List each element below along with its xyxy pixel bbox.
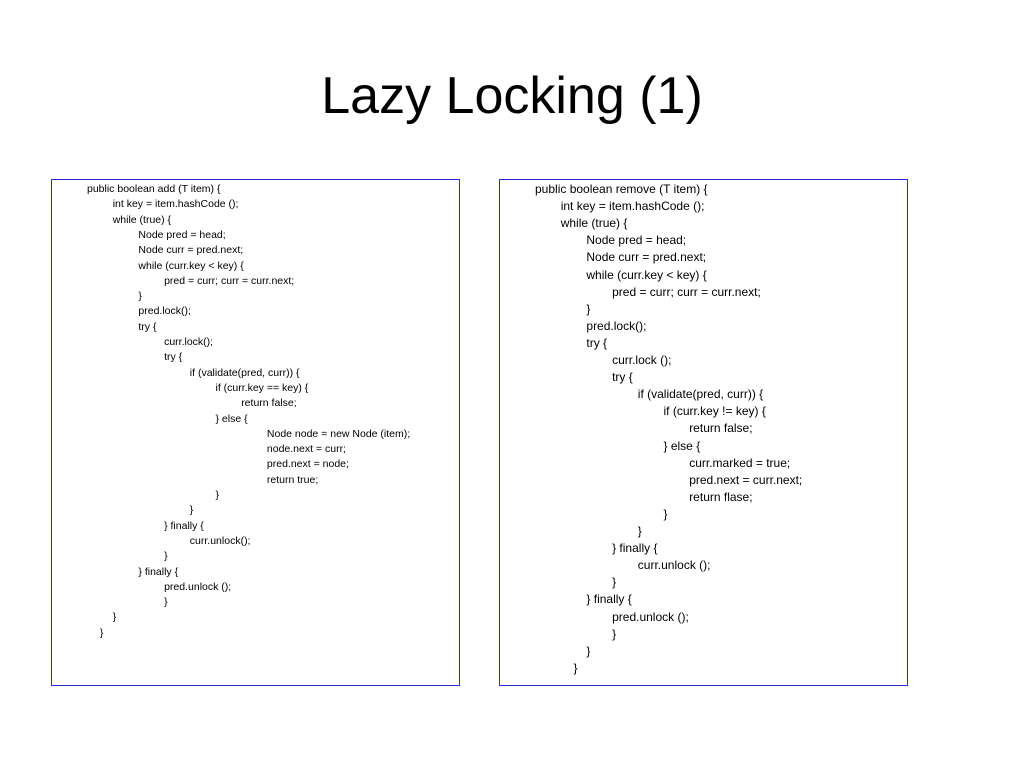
code-line: } <box>586 643 591 658</box>
code-line: while (curr.key < key) { <box>586 267 707 282</box>
code-line: public boolean add (T item) { <box>87 183 221 195</box>
code-line: return false; <box>689 421 753 436</box>
code-line: while (curr.key < key) { <box>138 259 244 272</box>
code-line: } <box>573 660 578 675</box>
code-line: } <box>637 524 642 538</box>
code-line: curr.unlock(); <box>189 534 251 547</box>
slide-title: Lazy Locking (1) <box>321 67 703 125</box>
code-line: return false; <box>241 397 297 410</box>
code-line: curr.unlock (); <box>637 558 711 573</box>
code-line: curr.marked = true; <box>689 455 791 470</box>
code-line: pred.unlock (); <box>164 580 232 593</box>
code-line: Node curr = pred.next; <box>586 250 707 265</box>
code-line: while (true) { <box>112 213 172 226</box>
code-line: } else { <box>663 438 701 453</box>
code-line: try { <box>586 335 608 350</box>
code-line: int key = item.hashCode (); <box>112 198 239 211</box>
code-line: } <box>164 596 168 609</box>
code-line: } finally { <box>586 592 632 607</box>
code-line: } <box>586 301 591 316</box>
code-line: } <box>612 626 617 641</box>
code-line: pred = curr; curr = curr.next; <box>164 274 295 287</box>
remove-method-code-box: public boolean remove (T item) { int key … <box>499 179 908 686</box>
code-line: Node pred = head; <box>586 233 687 248</box>
code-line: } <box>663 506 668 521</box>
add-method-code-box: public boolean add (T item) { int key = i… <box>51 179 460 686</box>
code-line: } finally { <box>164 519 204 532</box>
code-line: pred.lock(); <box>586 318 647 333</box>
code-line: } <box>164 550 168 563</box>
code-line: if (curr.key == key) { <box>215 381 309 394</box>
code-line: } finally { <box>138 565 179 578</box>
code-line: pred.next = node; <box>266 458 349 471</box>
code-line: if (validate(pred, curr)) { <box>637 387 764 402</box>
code-line: Node pred = head; <box>138 228 226 241</box>
code-line: pred.lock(); <box>138 305 191 318</box>
code-line: Node curr = pred.next; <box>138 244 244 257</box>
code-line: curr.lock (); <box>612 353 672 367</box>
code-line: node.next = curr; <box>266 443 346 456</box>
code-line: try { <box>164 351 183 364</box>
code-line: pred.unlock (); <box>612 609 689 624</box>
code-line: Node node = new Node (item); <box>266 427 411 440</box>
code-line: } <box>215 489 220 501</box>
code-line: pred.next = curr.next; <box>689 472 803 487</box>
code-line: curr.lock(); <box>164 336 214 348</box>
code-line: return true; <box>266 473 319 486</box>
code-line: while (true) { <box>560 216 628 231</box>
code-line: public boolean remove (T item) { <box>535 182 708 196</box>
code-line: } <box>112 611 117 624</box>
code-line: try { <box>138 320 157 333</box>
code-line: return flase; <box>689 489 753 504</box>
code-line: int key = item.hashCode (); <box>560 199 705 214</box>
code-line: } <box>138 290 142 303</box>
code-line: pred = curr; curr = curr.next; <box>612 284 761 299</box>
code-line: } <box>99 626 104 639</box>
code-line: if (curr.key != key) { <box>663 404 766 419</box>
code-line: if (validate(pred, curr)) { <box>189 366 300 379</box>
code-line: } <box>612 575 617 590</box>
code-line: } <box>189 504 194 517</box>
code-line: } else { <box>215 412 248 425</box>
code-line: try { <box>612 370 633 385</box>
code-line: } finally { <box>612 541 658 556</box>
